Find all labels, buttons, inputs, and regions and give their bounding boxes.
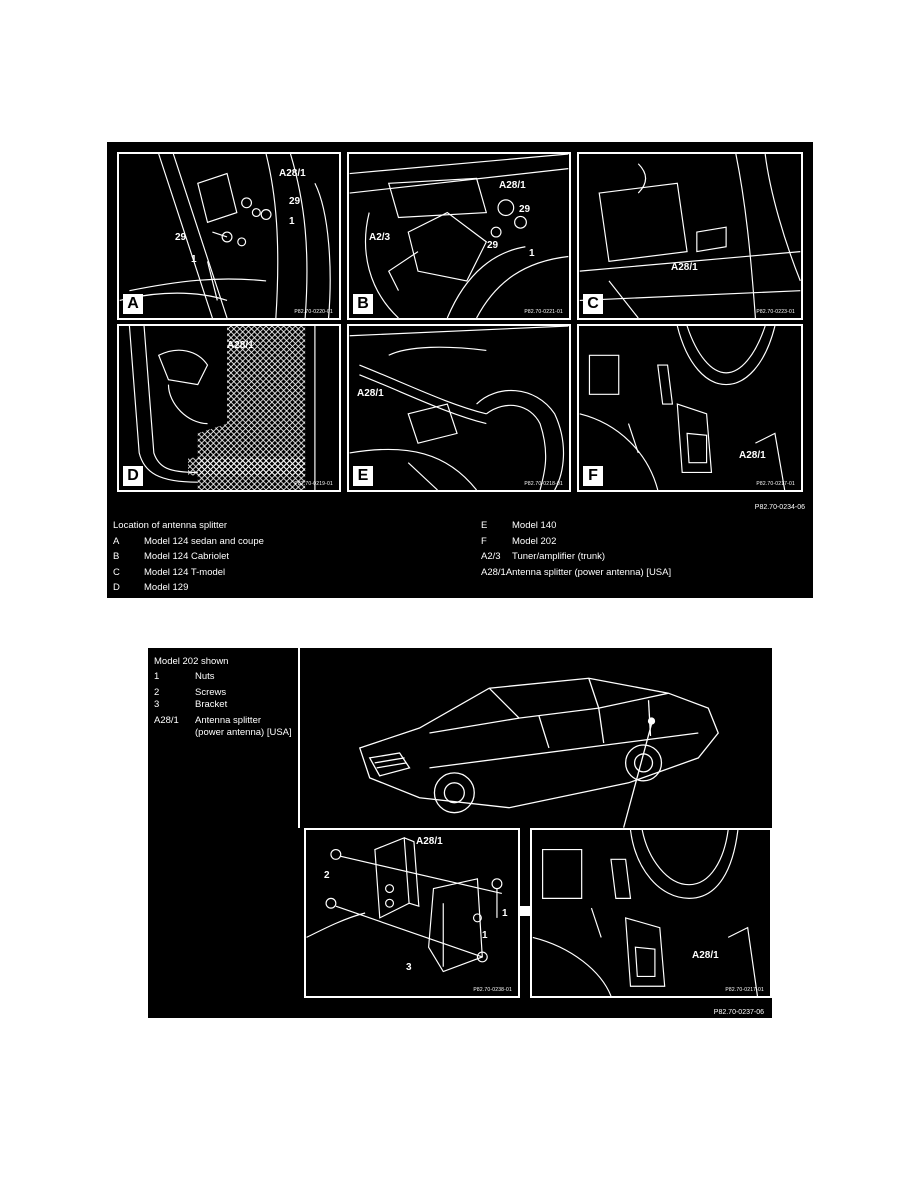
callout-a28-1: A28/1 [416, 836, 443, 847]
sedan-illustration [358, 677, 719, 828]
callout-a28-1: A28/1 [227, 340, 254, 351]
callout-1: 1 [482, 930, 488, 941]
panel-d: A28/1 D P82.70-0219-01 [117, 324, 341, 492]
detail-right-panel: A28/1 P82.70-0217-01 [530, 828, 772, 998]
callout-29: 29 [519, 204, 531, 215]
detail-left-panel: A28/1 2 1 1 3 P82.70-0238-01 [304, 828, 520, 998]
splitter-bracket-exploded-view [306, 836, 503, 973]
callout-2: 2 [324, 870, 330, 881]
callout-29: 29 [289, 196, 301, 207]
panel-b: A28/1 A2/3 29 29 1 B P82.70-0221-01 [347, 152, 571, 320]
panel-b-illustration [349, 154, 569, 318]
callout-a28-1: A28/1 [692, 950, 719, 961]
panel-code: P82.70-0238-01 [473, 987, 512, 993]
panel-e: A28/1 E P82.70-0218-01 [347, 324, 571, 492]
callout-a28-1: A28/1 [739, 450, 766, 461]
legend-item: A28/1Antenna splitter (power antenna) [U… [481, 566, 672, 578]
panel-code: P82.70-0223-01 [756, 309, 795, 315]
callout-a28-1: A28/1 [499, 180, 526, 191]
panel-code: P82.70-0218-01 [524, 481, 563, 487]
legend-title: Location of antenna splitter [113, 520, 228, 531]
panel-code: P82.70-0221-01 [524, 309, 563, 315]
legend-title: Model 202 shown [154, 656, 229, 667]
panel-f: A28/1 F P82.70-0217-01 [577, 324, 803, 492]
panel-code: P82.70-0217-01 [756, 481, 795, 487]
figure-code: P82.70-0234-06 [754, 504, 805, 511]
panel-letter: C [583, 294, 603, 314]
callout-a28-1: A28/1 [357, 388, 384, 399]
panel-letter: B [353, 294, 373, 314]
detail-connector [520, 906, 530, 916]
panel-a-illustration [119, 154, 331, 318]
callout-1: 1 [289, 216, 295, 227]
panel-d-illustration [128, 326, 316, 490]
callout-1: 1 [191, 254, 197, 265]
car-overview-panel [298, 648, 772, 828]
panel-code: P82.70-0220-01 [294, 309, 333, 315]
splitter-location-detail [532, 830, 759, 996]
figure-code: P82.70-0237-06 [713, 1009, 764, 1016]
panel-letter: A [123, 294, 143, 314]
panel-e-illustration [349, 326, 569, 490]
callout-3: 3 [406, 962, 412, 973]
panel-letter: E [353, 466, 373, 486]
panel-f-illustration [579, 326, 786, 490]
panel-letter: D [123, 466, 143, 486]
panel-c-illustration [579, 154, 801, 318]
callout-1: 1 [529, 248, 535, 259]
panel-c: A28/1 C P82.70-0223-01 [577, 152, 803, 320]
panel-code: P82.70-0219-01 [294, 481, 333, 487]
antenna-splitter-location-figure: A28/1 29 29 1 1 A P82.70-0220-01 A28/1 A… [107, 142, 813, 598]
panel-a: A28/1 29 29 1 1 A P82.70-0220-01 [117, 152, 341, 320]
panel-letter: F [583, 466, 603, 486]
callout-a28-1: A28/1 [279, 168, 306, 179]
callout-29: 29 [175, 232, 187, 243]
panel-code: P82.70-0217-01 [725, 987, 764, 993]
callout-1: 1 [502, 908, 508, 919]
callout-a2-3: A2/3 [369, 232, 391, 243]
callout-a28-1: A28/1 [671, 262, 698, 273]
callout-29: 29 [487, 240, 499, 251]
